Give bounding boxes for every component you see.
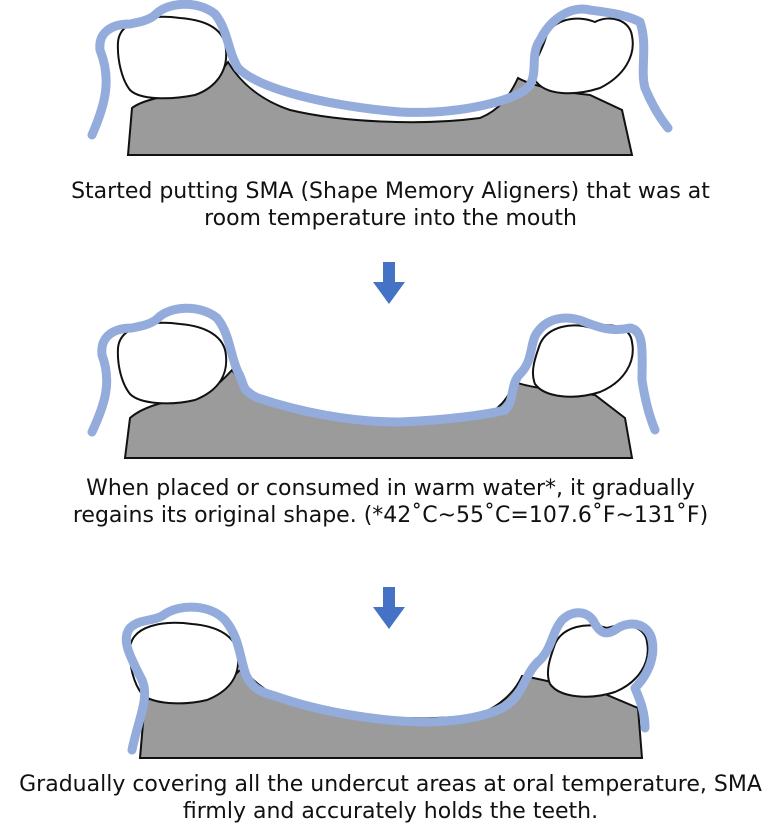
tooth-right-step-2 xyxy=(531,324,634,398)
aligner-step-3 xyxy=(121,602,658,755)
step-1-illustration xyxy=(0,0,781,160)
tooth-left-step-2 xyxy=(116,321,228,405)
step-2-illustration xyxy=(0,300,781,465)
tooth-left-step-1 xyxy=(116,15,228,100)
step-3-caption-line-1: Gradually covering all the undercut area… xyxy=(19,772,762,797)
aligner-step-2 xyxy=(87,303,660,437)
step-2-caption-line-1: When placed or consumed in warm water*, … xyxy=(86,476,695,501)
step-1-caption-line-1: Started putting SMA (Shape Memory Aligne… xyxy=(71,179,710,204)
step-3-caption: Gradually covering all the undercut area… xyxy=(0,771,781,825)
step-2-caption-line-2: regains its original shape. (*42˚C~55˚C=… xyxy=(72,503,709,528)
step-3-illustration xyxy=(0,600,781,765)
step-1-caption-line-2: room temperature into the mouth xyxy=(204,206,577,231)
down-arrow-icon xyxy=(373,262,405,304)
down-arrow-icon xyxy=(373,587,405,629)
step-2-caption: When placed or consumed in warm water*, … xyxy=(0,475,781,529)
step-1-caption: Started putting SMA (Shape Memory Aligne… xyxy=(0,178,781,232)
step-3-caption-line-2: firmly and accurately holds the teeth. xyxy=(182,799,599,824)
aligner-step-1 xyxy=(87,0,673,140)
